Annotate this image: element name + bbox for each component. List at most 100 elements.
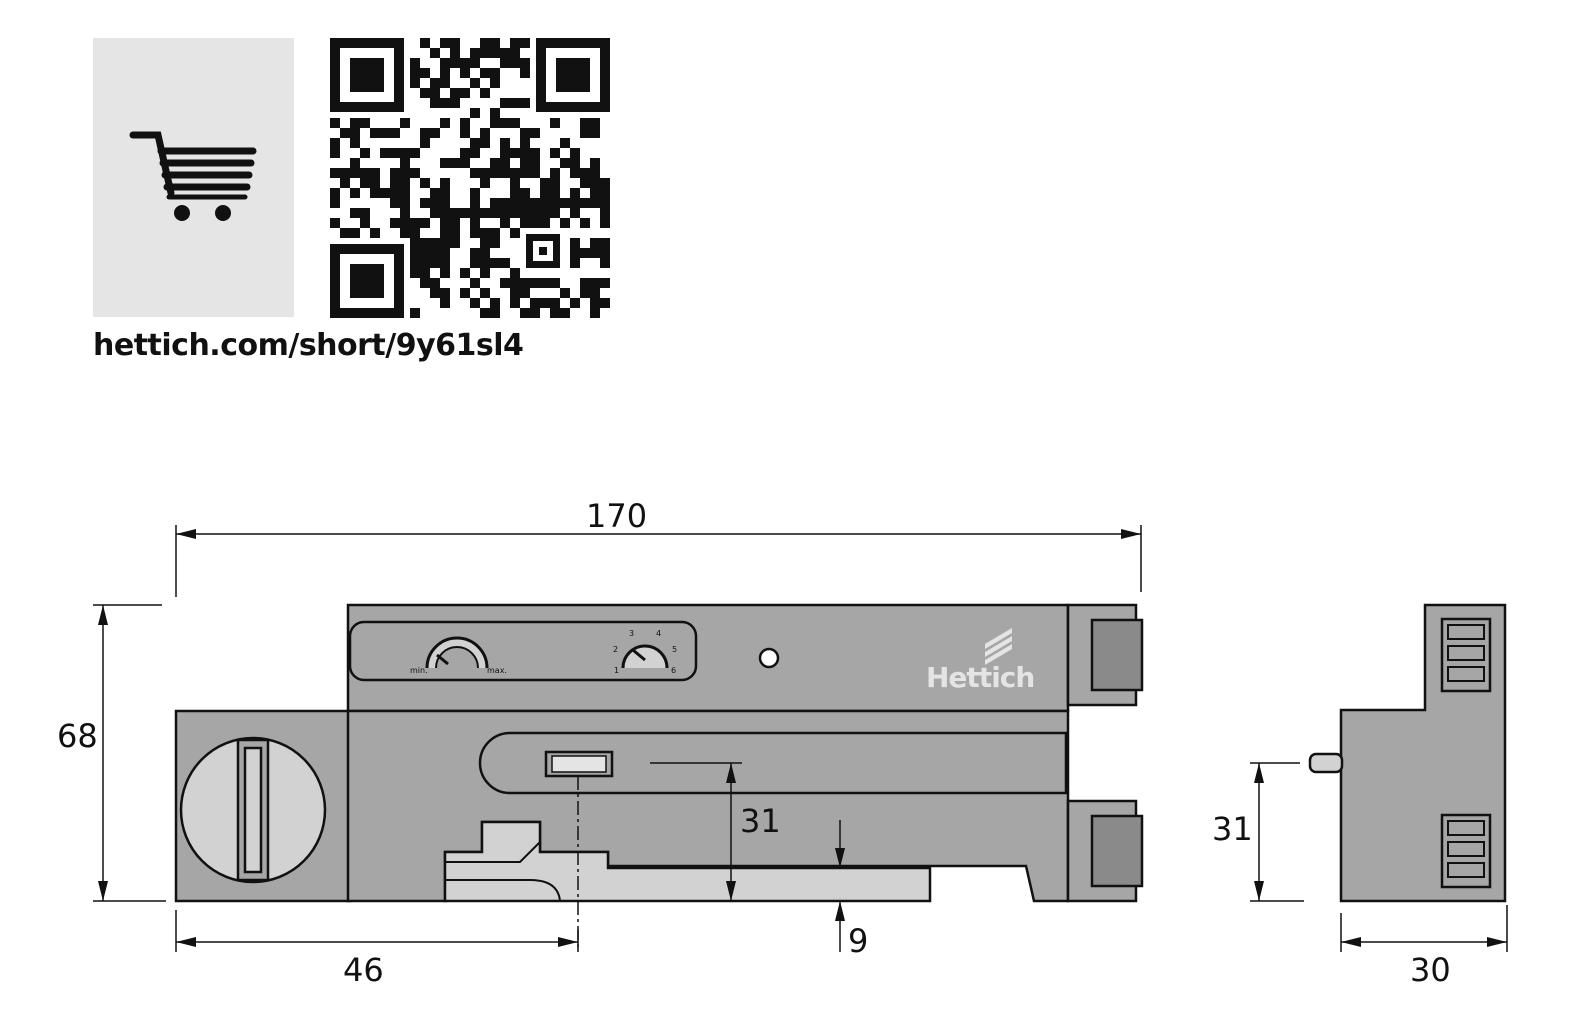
- qr-module: [470, 108, 480, 118]
- qr-module: [360, 118, 370, 128]
- qr-module: [360, 218, 370, 228]
- short-url-link[interactable]: hettich.com/short/9y61sl4: [93, 328, 524, 363]
- qr-module: [420, 238, 430, 248]
- qr-module: [440, 218, 450, 228]
- qr-module: [400, 218, 410, 228]
- qr-module: [350, 158, 360, 168]
- qr-module: [370, 228, 380, 238]
- qr-module: [580, 118, 590, 128]
- qr-module: [600, 298, 610, 308]
- selector-tick-1: 1: [614, 666, 619, 675]
- qr-module: [580, 128, 590, 138]
- qr-module: [510, 228, 520, 238]
- qr-module: [570, 198, 580, 208]
- qr-module: [570, 158, 580, 168]
- qr-module: [520, 208, 530, 218]
- qr-module: [330, 218, 340, 228]
- qr-module: [360, 178, 370, 188]
- qr-module: [440, 58, 450, 68]
- qr-module: [480, 238, 490, 248]
- qr-module: [440, 258, 450, 268]
- qr-module: [510, 268, 520, 278]
- qr-module: [490, 298, 500, 308]
- qr-module: [490, 168, 500, 178]
- qr-module: [590, 248, 600, 258]
- cart-tile[interactable]: [93, 38, 294, 317]
- dim-bottom-gap: 9: [848, 922, 868, 960]
- qr-module: [360, 208, 370, 218]
- qr-module: [530, 208, 540, 218]
- qr-module: [520, 68, 530, 78]
- qr-module: [360, 168, 370, 178]
- qr-module: [440, 68, 450, 78]
- qr-module: [520, 38, 530, 48]
- qr-module: [350, 138, 360, 148]
- qr-module: [470, 138, 480, 148]
- qr-module: [590, 238, 600, 248]
- qr-module: [560, 288, 570, 298]
- qr-module: [490, 118, 500, 128]
- qr-module: [380, 148, 390, 158]
- qr-module: [490, 68, 500, 78]
- qr-module: [510, 288, 520, 298]
- qr-module: [520, 128, 530, 138]
- qr-module: [490, 38, 500, 48]
- slider-rail: [443, 820, 932, 903]
- qr-module: [330, 198, 340, 208]
- qr-module: [500, 278, 510, 288]
- qr-module: [450, 88, 460, 98]
- qr-module: [340, 168, 350, 178]
- qr-module: [480, 88, 490, 98]
- qr-module: [480, 308, 490, 318]
- qr-module: [420, 198, 430, 208]
- qr-module: [520, 158, 530, 168]
- indicator-led: [758, 647, 780, 669]
- qr-module: [500, 138, 510, 148]
- qr-module: [460, 68, 470, 78]
- qr-module: [490, 258, 500, 268]
- qr-module: [520, 308, 530, 318]
- qr-module: [510, 148, 520, 158]
- qr-module: [450, 228, 460, 238]
- qr-module: [500, 48, 510, 58]
- qr-module: [580, 218, 590, 228]
- qr-module: [540, 198, 550, 208]
- qr-module: [390, 198, 400, 208]
- qr-module: [520, 188, 530, 198]
- qr-module: [570, 148, 580, 158]
- qr-module: [440, 268, 450, 278]
- qr-module: [570, 238, 580, 248]
- qr-module: [590, 188, 600, 198]
- qr-module: [430, 78, 440, 88]
- qr-module: [420, 128, 430, 138]
- dim-side-depth: 30: [1410, 951, 1451, 989]
- qr-module: [570, 168, 580, 178]
- qr-module: [420, 248, 430, 258]
- qr-module: [460, 148, 470, 158]
- qr-module: [450, 38, 460, 48]
- qr-module: [460, 118, 470, 128]
- qr-module: [550, 308, 560, 318]
- qr-module: [410, 248, 420, 258]
- qr-module: [470, 248, 480, 258]
- qr-module: [420, 278, 430, 288]
- qr-module: [420, 218, 430, 228]
- qr-module: [590, 178, 600, 188]
- qr-module: [490, 78, 500, 88]
- qr-module: [440, 188, 450, 198]
- qr-module: [370, 128, 380, 138]
- qr-module: [560, 158, 570, 168]
- qr-module: [440, 248, 450, 258]
- qr-module: [410, 78, 420, 88]
- qr-module: [570, 188, 580, 198]
- qr-module: [350, 118, 360, 128]
- qr-module: [480, 268, 490, 278]
- qr-module: [350, 228, 360, 238]
- qr-module: [480, 138, 490, 148]
- qr-module: [430, 208, 440, 218]
- qr-module: [470, 298, 480, 308]
- qr-module: [540, 278, 550, 288]
- qr-module: [460, 88, 470, 98]
- qr-module: [480, 288, 490, 298]
- qr-code[interactable]: [330, 38, 610, 318]
